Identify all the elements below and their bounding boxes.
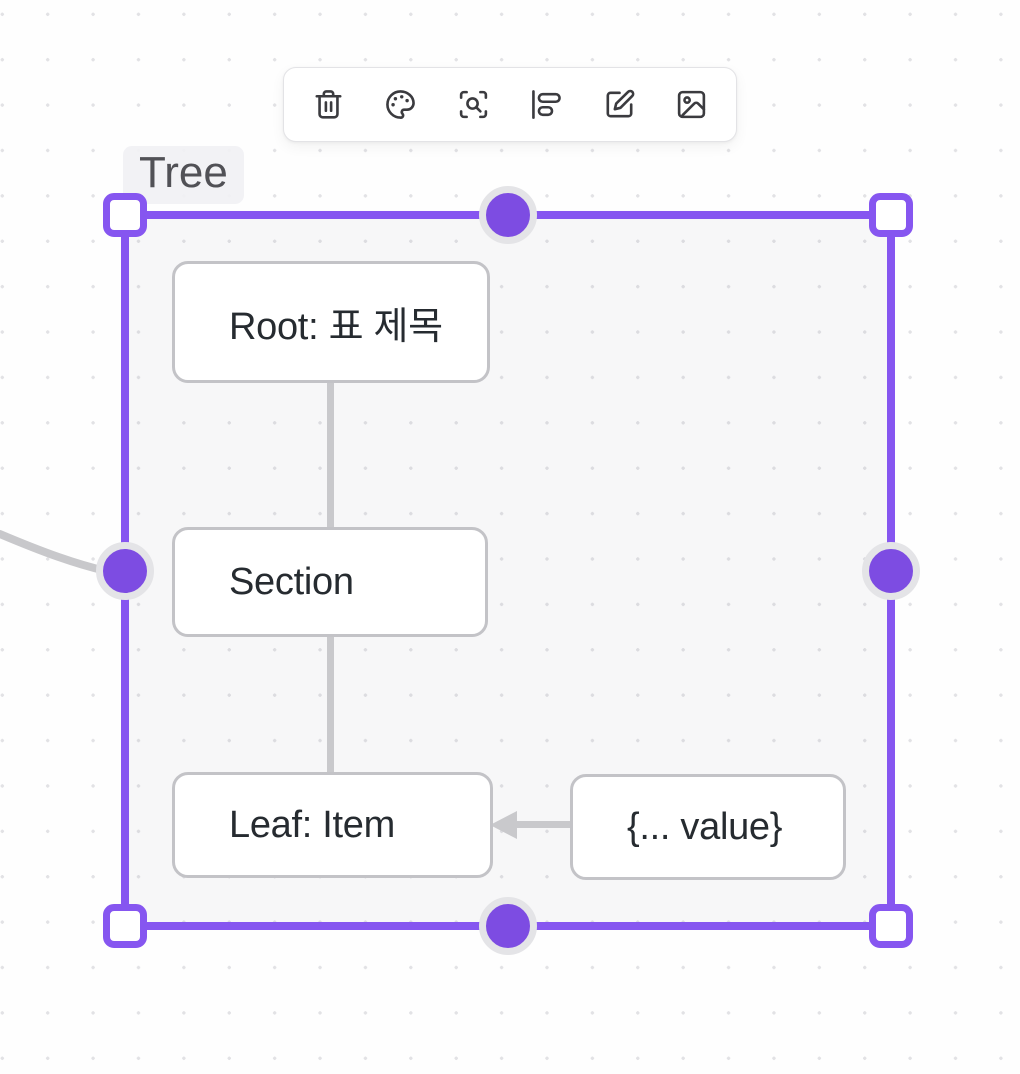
resize-handle-bottom-left[interactable] [103, 904, 147, 948]
image-icon [678, 90, 706, 119]
color-style-button[interactable] [379, 83, 423, 127]
edge-value-leaf [514, 821, 572, 828]
resize-handle-right-center[interactable] [862, 542, 920, 600]
zoom-to-fit-button[interactable] [452, 83, 496, 127]
resize-handle-top-right[interactable] [869, 193, 913, 237]
resize-handle-bottom-right[interactable] [869, 904, 913, 948]
delete-button[interactable] [306, 83, 350, 127]
node-root[interactable]: Root: 표 제목 [172, 261, 490, 383]
node-value-label: {... value} [627, 805, 783, 848]
align-button[interactable] [524, 83, 568, 127]
node-section-label: Section [229, 560, 354, 603]
arrowhead-left-icon [490, 811, 517, 839]
palette-icon [386, 90, 416, 120]
edit-pen-icon [606, 89, 635, 118]
resize-handle-top-left[interactable] [103, 193, 147, 237]
node-leaf[interactable]: Leaf: Item [172, 772, 493, 878]
resize-handle-top-center[interactable] [479, 186, 537, 244]
node-section[interactable]: Section [172, 527, 488, 637]
edge-section-leaf [327, 635, 334, 774]
trash-icon [315, 90, 341, 119]
image-button[interactable] [670, 83, 714, 127]
edge-root-section [327, 381, 334, 529]
align-left-icon [532, 90, 561, 119]
edit-button[interactable] [597, 83, 641, 127]
node-value[interactable]: {... value} [570, 774, 846, 880]
resize-handle-left-center[interactable] [96, 542, 154, 600]
resize-handle-bottom-center[interactable] [479, 897, 537, 955]
context-toolbar [283, 67, 737, 142]
scan-search-icon [459, 90, 488, 119]
node-leaf-label: Leaf: Item [229, 803, 395, 846]
node-root-label: Root: 표 제목 [229, 305, 443, 348]
